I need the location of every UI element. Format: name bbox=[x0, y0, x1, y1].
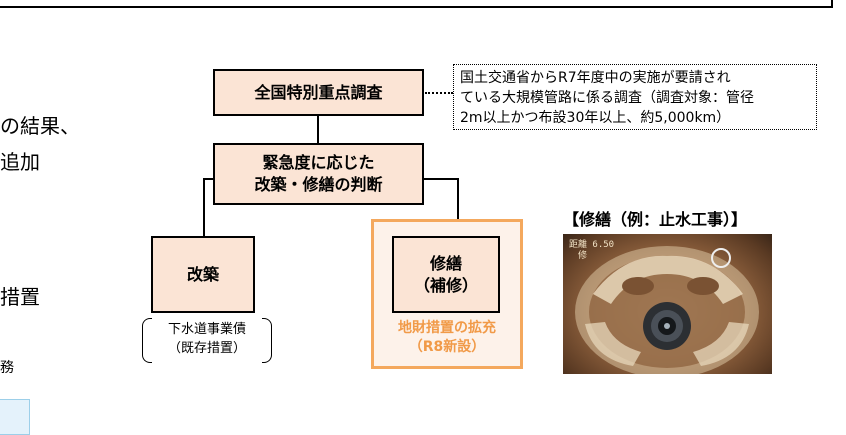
sewer-bond-note: 下水道事業債 （既存措置） bbox=[142, 316, 272, 367]
left-text-line: の結果、 bbox=[0, 114, 80, 138]
expansion-label-line1: 地財措置の拡充 bbox=[398, 320, 496, 336]
expansion-label-line2: （R8新設） bbox=[408, 338, 486, 355]
bond-label-line2: （既存措置） bbox=[167, 341, 246, 356]
judgement-box: 緊急度に応じた 改築・修繕の判断 bbox=[213, 143, 424, 205]
left-text-line: 追加 bbox=[0, 150, 40, 174]
connector-line bbox=[203, 178, 205, 236]
overlay-line1: 距離 6.50 bbox=[569, 240, 615, 250]
pipe-repair-photo: 距離 6.50 修 bbox=[563, 234, 772, 374]
top-frame-border bbox=[0, 0, 833, 8]
renewal-box: 改築 bbox=[151, 236, 255, 313]
left-text-line: 務 bbox=[0, 360, 14, 376]
expansion-label: 地財措置の拡充 （R8新設） bbox=[374, 319, 520, 357]
renewal-label: 改築 bbox=[186, 264, 219, 284]
left-text-line: 措置 bbox=[0, 285, 40, 309]
judgement-label-line1: 緊急度に応じた bbox=[262, 153, 375, 173]
left-blue-box bbox=[0, 399, 30, 435]
national-survey-box: 全国特別重点調査 bbox=[213, 69, 424, 116]
pipe-interior-image bbox=[575, 246, 759, 374]
survey-note-box: 国土交通省からR7年度中の実施が要請され ている大規模管路に係る調査（調査対象：… bbox=[453, 64, 817, 130]
repair-label-line1: 修繕 bbox=[429, 253, 462, 273]
overlay-line2: 修 bbox=[569, 251, 588, 261]
photo-caption: 【修繕（例：止水工事）】 bbox=[563, 210, 748, 229]
photo-overlay-text: 距離 6.50 修 bbox=[569, 240, 614, 262]
note-line: 国土交通省からR7年度中の実施が要請され bbox=[460, 70, 731, 86]
right-bracket bbox=[262, 318, 272, 363]
judgement-label-line2: 改築・修繕の判断 bbox=[254, 175, 383, 194]
repair-label-line2: （補修） bbox=[413, 275, 478, 295]
connector-line bbox=[457, 178, 459, 236]
national-survey-label: 全国特別重点調査 bbox=[254, 82, 383, 102]
repair-box: 修繕 （補修） bbox=[392, 236, 500, 313]
note-line: 2m以上かつ布設30年以上、約5,000km） bbox=[460, 110, 731, 126]
left-bracket bbox=[142, 318, 152, 363]
note-line: ている大規模管路に係る調査（調査対象：管径 bbox=[460, 90, 754, 106]
dotted-connector bbox=[425, 92, 453, 94]
bond-label-line1: 下水道事業債 bbox=[167, 322, 246, 337]
connector-line bbox=[317, 116, 319, 143]
